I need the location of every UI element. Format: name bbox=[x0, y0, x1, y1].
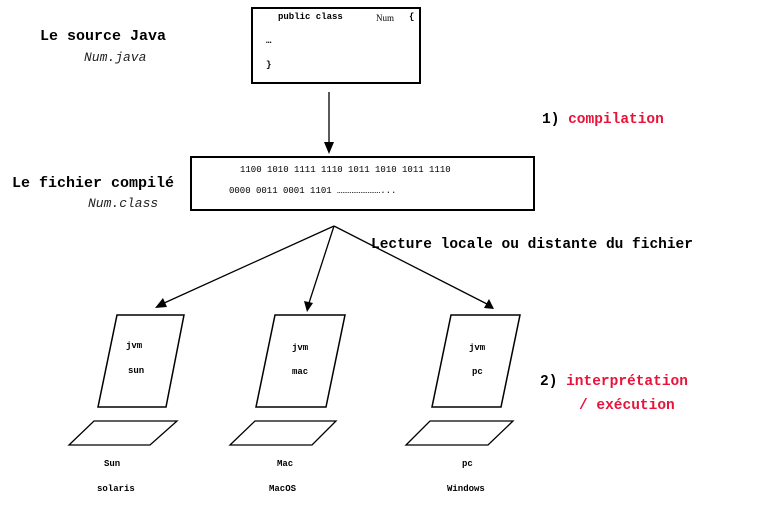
computer-mac-icon bbox=[228, 420, 338, 446]
compiled-title: Le fichier compilé bbox=[12, 175, 175, 192]
compile-arrow-head bbox=[324, 142, 334, 154]
code-keyword: public class bbox=[278, 12, 343, 22]
jvm-pc-name: pc bbox=[472, 367, 483, 377]
jvm-mac-title: jvm bbox=[292, 343, 309, 353]
jvm-pc-box bbox=[431, 314, 521, 408]
platform-sun: Sun bbox=[104, 459, 121, 469]
arrow-head-sun bbox=[155, 298, 167, 308]
arrow-head-mac bbox=[304, 301, 313, 312]
os-macos: MacOS bbox=[269, 484, 297, 494]
step-compile-label: compilation bbox=[568, 112, 664, 128]
step-interpret-label-1: interprétation bbox=[566, 374, 688, 390]
code-open-brace: { bbox=[409, 12, 415, 22]
source-title: Le source Java bbox=[40, 28, 167, 45]
code-class-name: Num bbox=[376, 13, 394, 23]
step-compile: 1) compilation bbox=[542, 112, 664, 128]
step-compile-number: 1) bbox=[542, 112, 560, 128]
compiled-file-box bbox=[190, 156, 535, 211]
arrow-head-pc bbox=[484, 299, 494, 309]
computer-sun-icon bbox=[67, 420, 179, 446]
arrow-to-jvm-mac bbox=[308, 225, 335, 304]
step-interpret: 2) interprétation bbox=[540, 374, 688, 390]
source-code-box bbox=[251, 7, 421, 84]
jvm-sun-box bbox=[97, 314, 185, 408]
os-windows: Windows bbox=[447, 484, 485, 494]
code-ellipsis: … bbox=[266, 36, 272, 46]
jvm-mac-box bbox=[255, 314, 346, 408]
step-interpret-number: 2) bbox=[540, 374, 558, 390]
arrow-to-jvm-pc bbox=[333, 225, 488, 305]
source-filename: Num.java bbox=[84, 50, 147, 65]
bytecode-line-1: 1100 1010 1111 1110 1011 1010 1011 1110 bbox=[240, 165, 451, 175]
jvm-sun-name: sun bbox=[128, 366, 145, 376]
compiled-filename: Num.class bbox=[88, 196, 159, 211]
platform-pc: pc bbox=[462, 459, 473, 469]
step-interpret-label-2: / exécution bbox=[579, 398, 675, 414]
os-solaris: solaris bbox=[97, 484, 135, 494]
computer-pc-icon bbox=[404, 420, 515, 446]
arrow-to-jvm-sun bbox=[161, 225, 335, 305]
code-close-brace: } bbox=[266, 60, 272, 70]
jvm-pc-title: jvm bbox=[469, 343, 486, 353]
bytecode-line-2: 0000 0011 0001 1101 ……………………... bbox=[229, 186, 397, 196]
jvm-mac-name: mac bbox=[292, 367, 309, 377]
read-file-label: Lecture locale ou distante du fichier bbox=[371, 237, 693, 253]
platform-mac: Mac bbox=[277, 459, 294, 469]
jvm-sun-title: jvm bbox=[126, 341, 143, 351]
